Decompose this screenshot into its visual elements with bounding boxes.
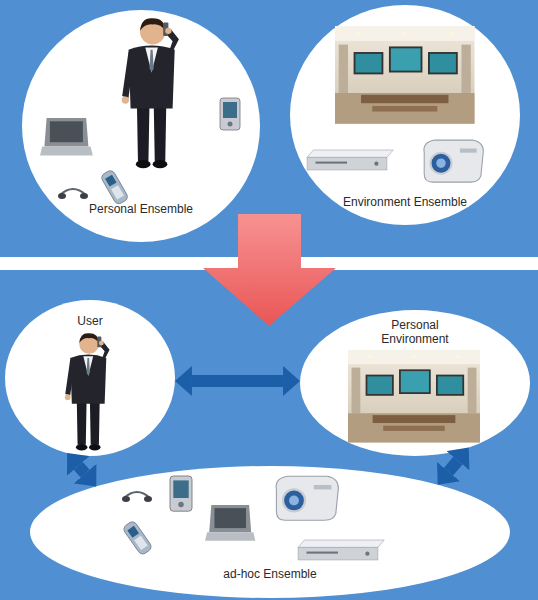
headset-icon [58,189,88,199]
label-holder: Environment Ensemble [320,195,490,209]
top-panel [0,0,538,257]
ensemble-label: ad-hoc Ensemble [160,567,380,581]
label-holder: ad-hoc Ensemble [160,567,380,581]
interaction-arrow [192,375,283,387]
label-holder: Personal Environment [360,318,470,346]
phone-icon [100,169,129,205]
label-holder: User [30,314,150,328]
person-figure [65,333,110,450]
ellipse-shape [300,310,530,456]
transition-arrow [203,214,336,326]
ensemble-ellipse: Environment Ensemble [290,5,520,225]
ellipse-shape [22,10,260,242]
projector-icon [424,140,483,182]
laptop-icon [40,118,93,155]
room-photo [348,350,480,442]
ensemble-ellipse: Personal Environment [300,310,530,456]
phone-icon [122,520,153,556]
ensemble-label: Environment Ensemble [320,195,490,209]
label-holder: Personal Ensemble [56,202,226,216]
ensemble-label: Personal Environment [360,318,470,346]
pda-icon [220,98,240,130]
dvd-player-icon [307,150,393,170]
room-photo [335,26,475,124]
interaction-arrow [78,466,85,474]
dvd-player-icon [298,540,384,560]
bottom-panel [0,270,538,600]
ensemble-ellipse: ad-hoc Ensemble [30,466,510,598]
headset-icon [122,492,152,502]
ensemble-label: Personal Ensemble [56,202,226,216]
pda-icon [170,476,192,511]
ensemble-ellipse: User [5,300,175,456]
ellipse-outline [290,5,520,225]
laptop-icon [205,505,255,541]
ellipse-shape [30,466,510,598]
ellipse-shape [290,5,520,225]
interaction-arrow [449,461,458,472]
person-figure [122,18,179,168]
ellipse-shape [5,300,175,456]
ensemble-label: User [30,314,150,328]
projector-icon [276,476,338,520]
ensemble-ellipse: Personal Ensemble [22,10,260,242]
